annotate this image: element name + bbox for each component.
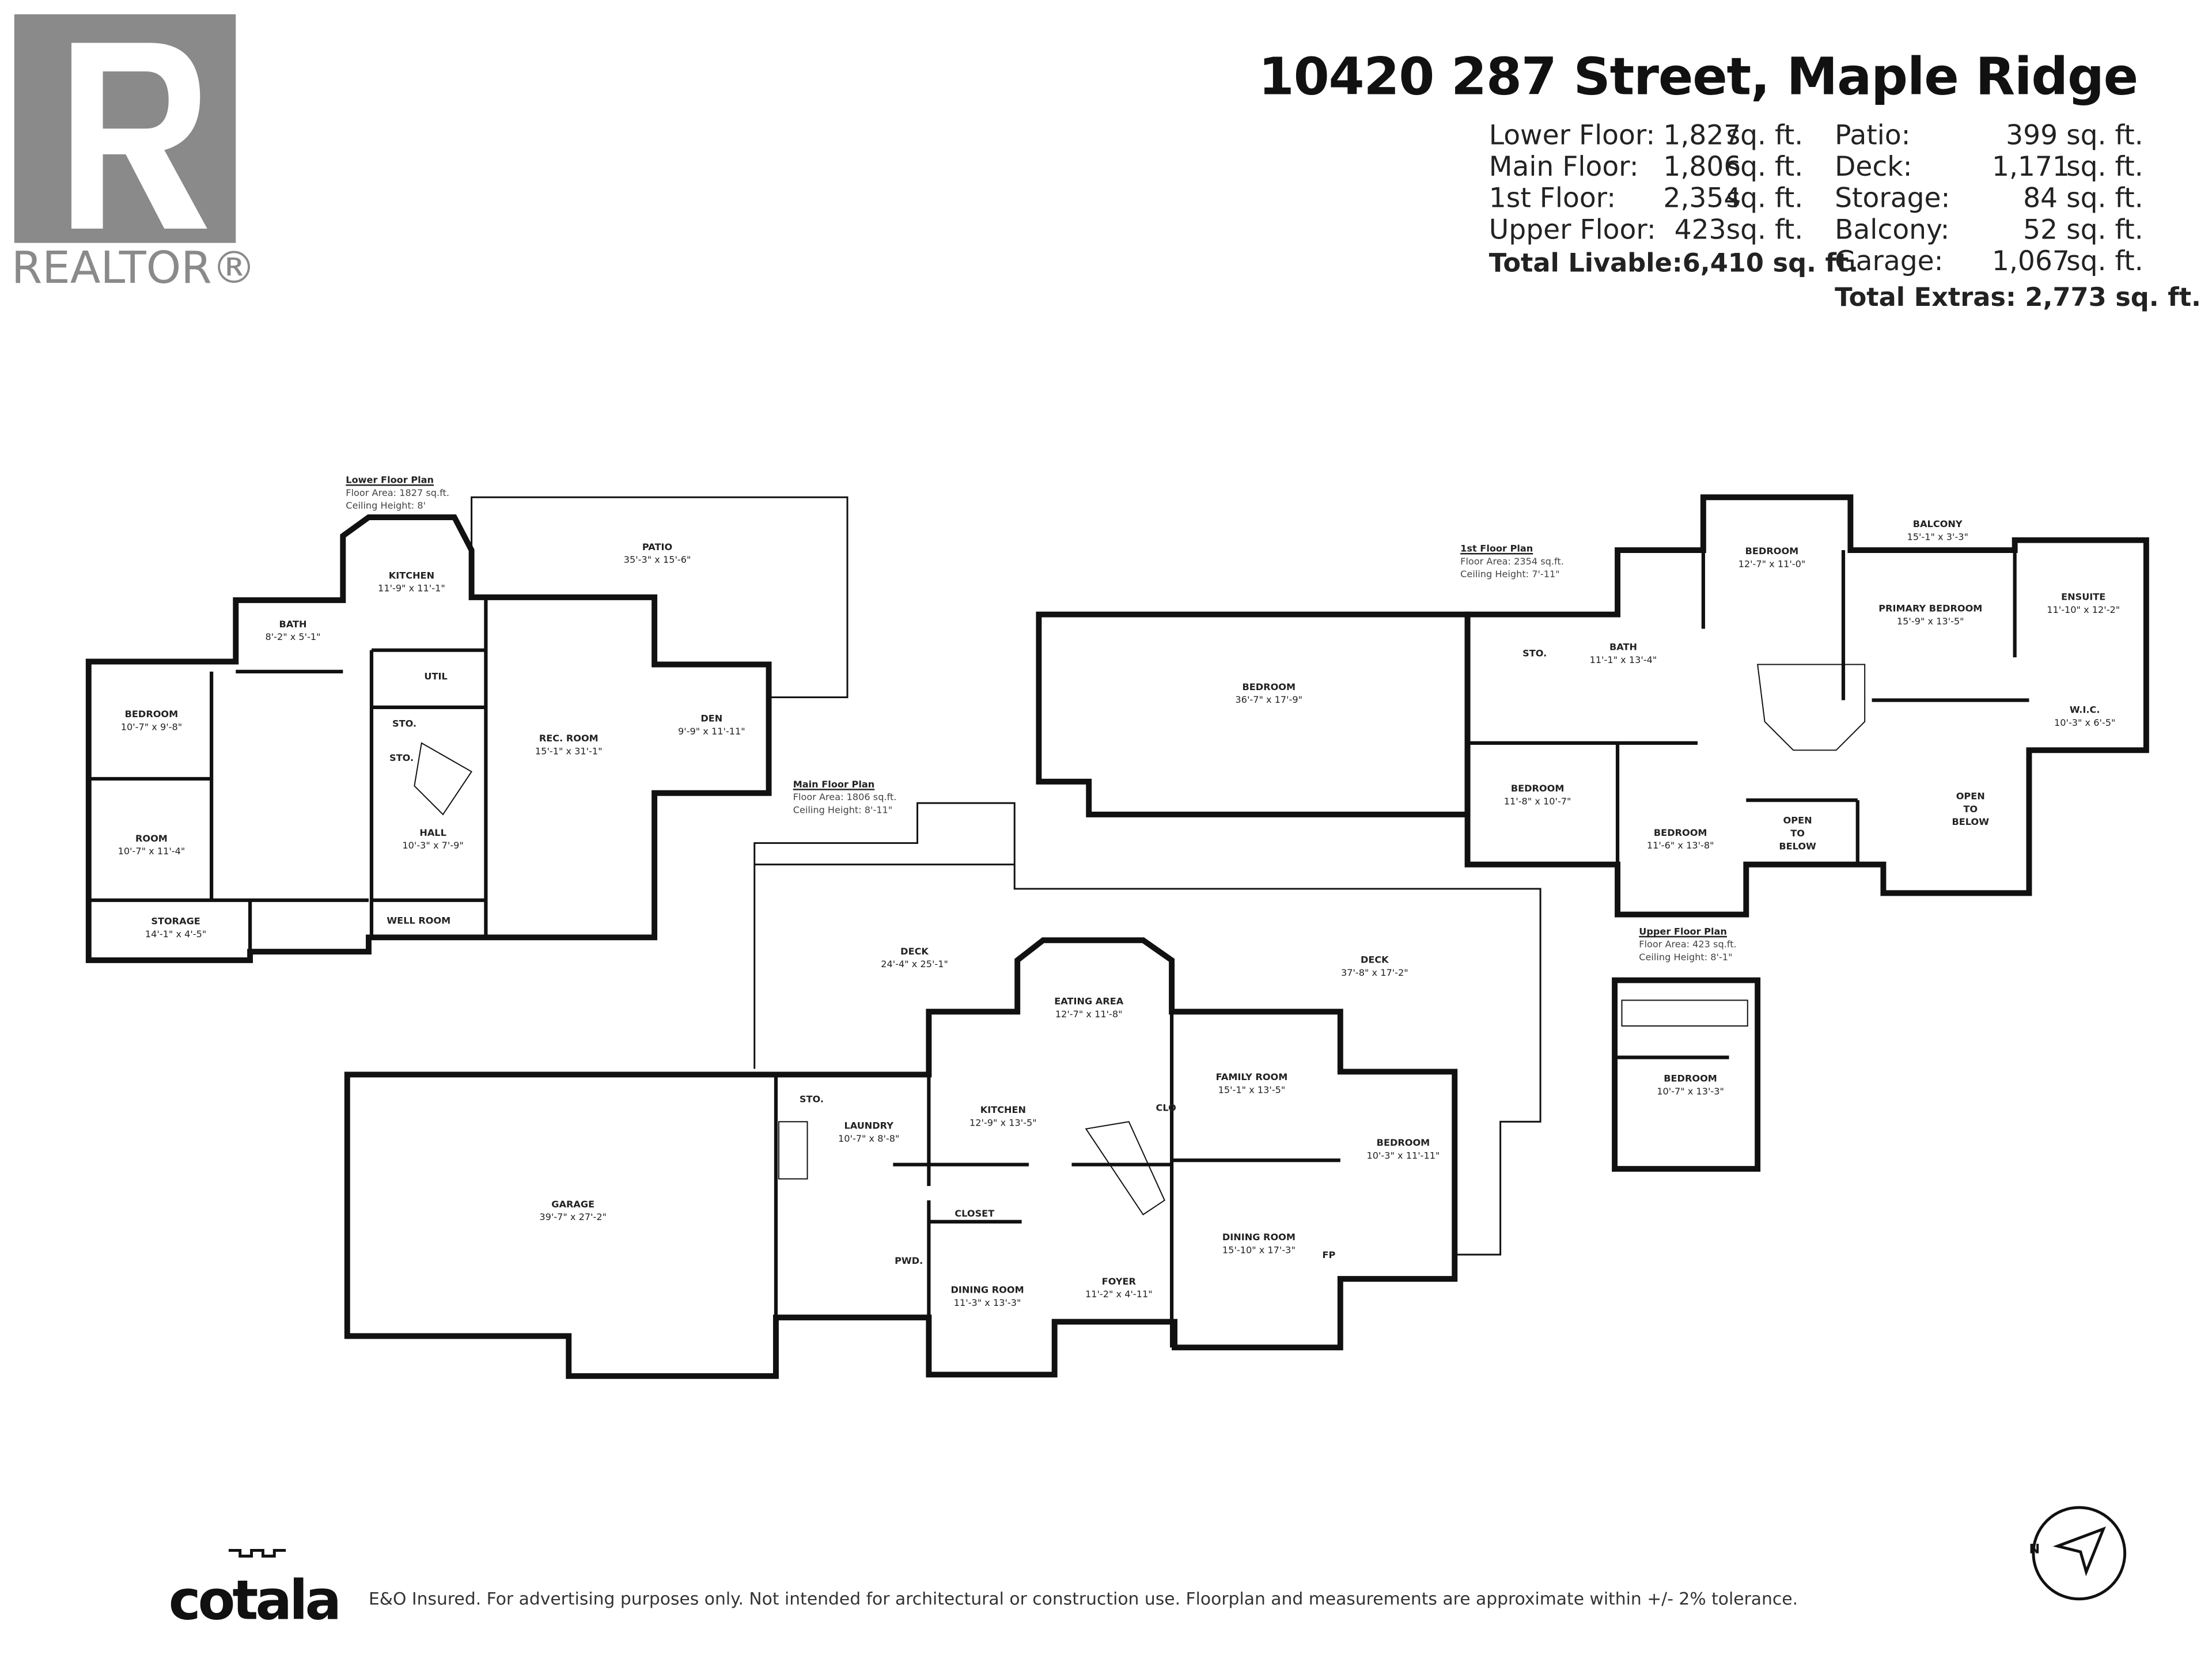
room-label: STO. bbox=[389, 752, 414, 764]
room-label: PWD. bbox=[895, 1255, 923, 1267]
room-label: STO. bbox=[392, 718, 417, 730]
room-label: STO. bbox=[1522, 647, 1547, 660]
room-label: CLO bbox=[1156, 1102, 1176, 1114]
area-row: Garage:1,067 sq. ft. bbox=[1835, 245, 2143, 278]
area-row: Deck:1,171 sq. ft. bbox=[1835, 151, 2143, 183]
room-label: WELL ROOM bbox=[387, 915, 451, 927]
total-extras: Total Extras: 2,773 sq. ft. bbox=[1835, 283, 2202, 313]
area-row: Storage:84 sq. ft. bbox=[1835, 183, 2143, 215]
north-compass-icon bbox=[2032, 1506, 2127, 1601]
realtor-logo-text: REALTOR® bbox=[11, 243, 256, 295]
area-row: Balcony:52 sq. ft. bbox=[1835, 214, 2143, 246]
cotala-logo: cotala bbox=[168, 1569, 342, 1632]
outdoor-outlines bbox=[471, 496, 1541, 1256]
room-label: CLOSET bbox=[955, 1208, 995, 1220]
room-label: OPEN TO BELOW bbox=[1952, 790, 1989, 828]
scale-bar-icon bbox=[228, 1548, 286, 1558]
total-livable: Total Livable:6,410 sq. ft. bbox=[1488, 248, 1859, 279]
area-row: 1st Floor:2,354sq. ft. bbox=[1488, 183, 1804, 215]
room-label: W.I.C.10'-3" x 6'-5" bbox=[2054, 704, 2116, 729]
room-label: OPEN TO BELOW bbox=[1779, 815, 1816, 853]
interior-walls bbox=[88, 550, 2029, 1348]
stairs bbox=[414, 664, 1866, 1215]
room-label: FP bbox=[1322, 1249, 1336, 1262]
property-address: 10420 287 Street, Maple Ridge bbox=[1258, 48, 2139, 108]
extra-areas: Patio:399 sq. ft. Deck:1,171 sq. ft. Sto… bbox=[1835, 120, 2201, 313]
area-row: Upper Floor:423sq. ft. bbox=[1488, 214, 1804, 246]
disclaimer-text: E&O Insured. For advertising purposes on… bbox=[368, 1589, 1798, 1609]
livable-areas: Lower Floor:1,827sq. ft. Main Floor:1,80… bbox=[1489, 120, 1859, 278]
room-label: STO. bbox=[799, 1093, 824, 1105]
exterior-walls bbox=[85, 494, 2149, 1379]
area-row: Lower Floor:1,827sq. ft. bbox=[1488, 120, 1804, 151]
realtor-r-icon bbox=[71, 43, 207, 229]
area-row: Patio:399 sq. ft. bbox=[1835, 120, 2143, 151]
room-label: UTIL bbox=[424, 671, 448, 683]
compass-label: N bbox=[2029, 1541, 2040, 1556]
realtor-logo bbox=[14, 14, 236, 243]
area-row: Main Floor:1,806sq. ft. bbox=[1488, 151, 1804, 183]
